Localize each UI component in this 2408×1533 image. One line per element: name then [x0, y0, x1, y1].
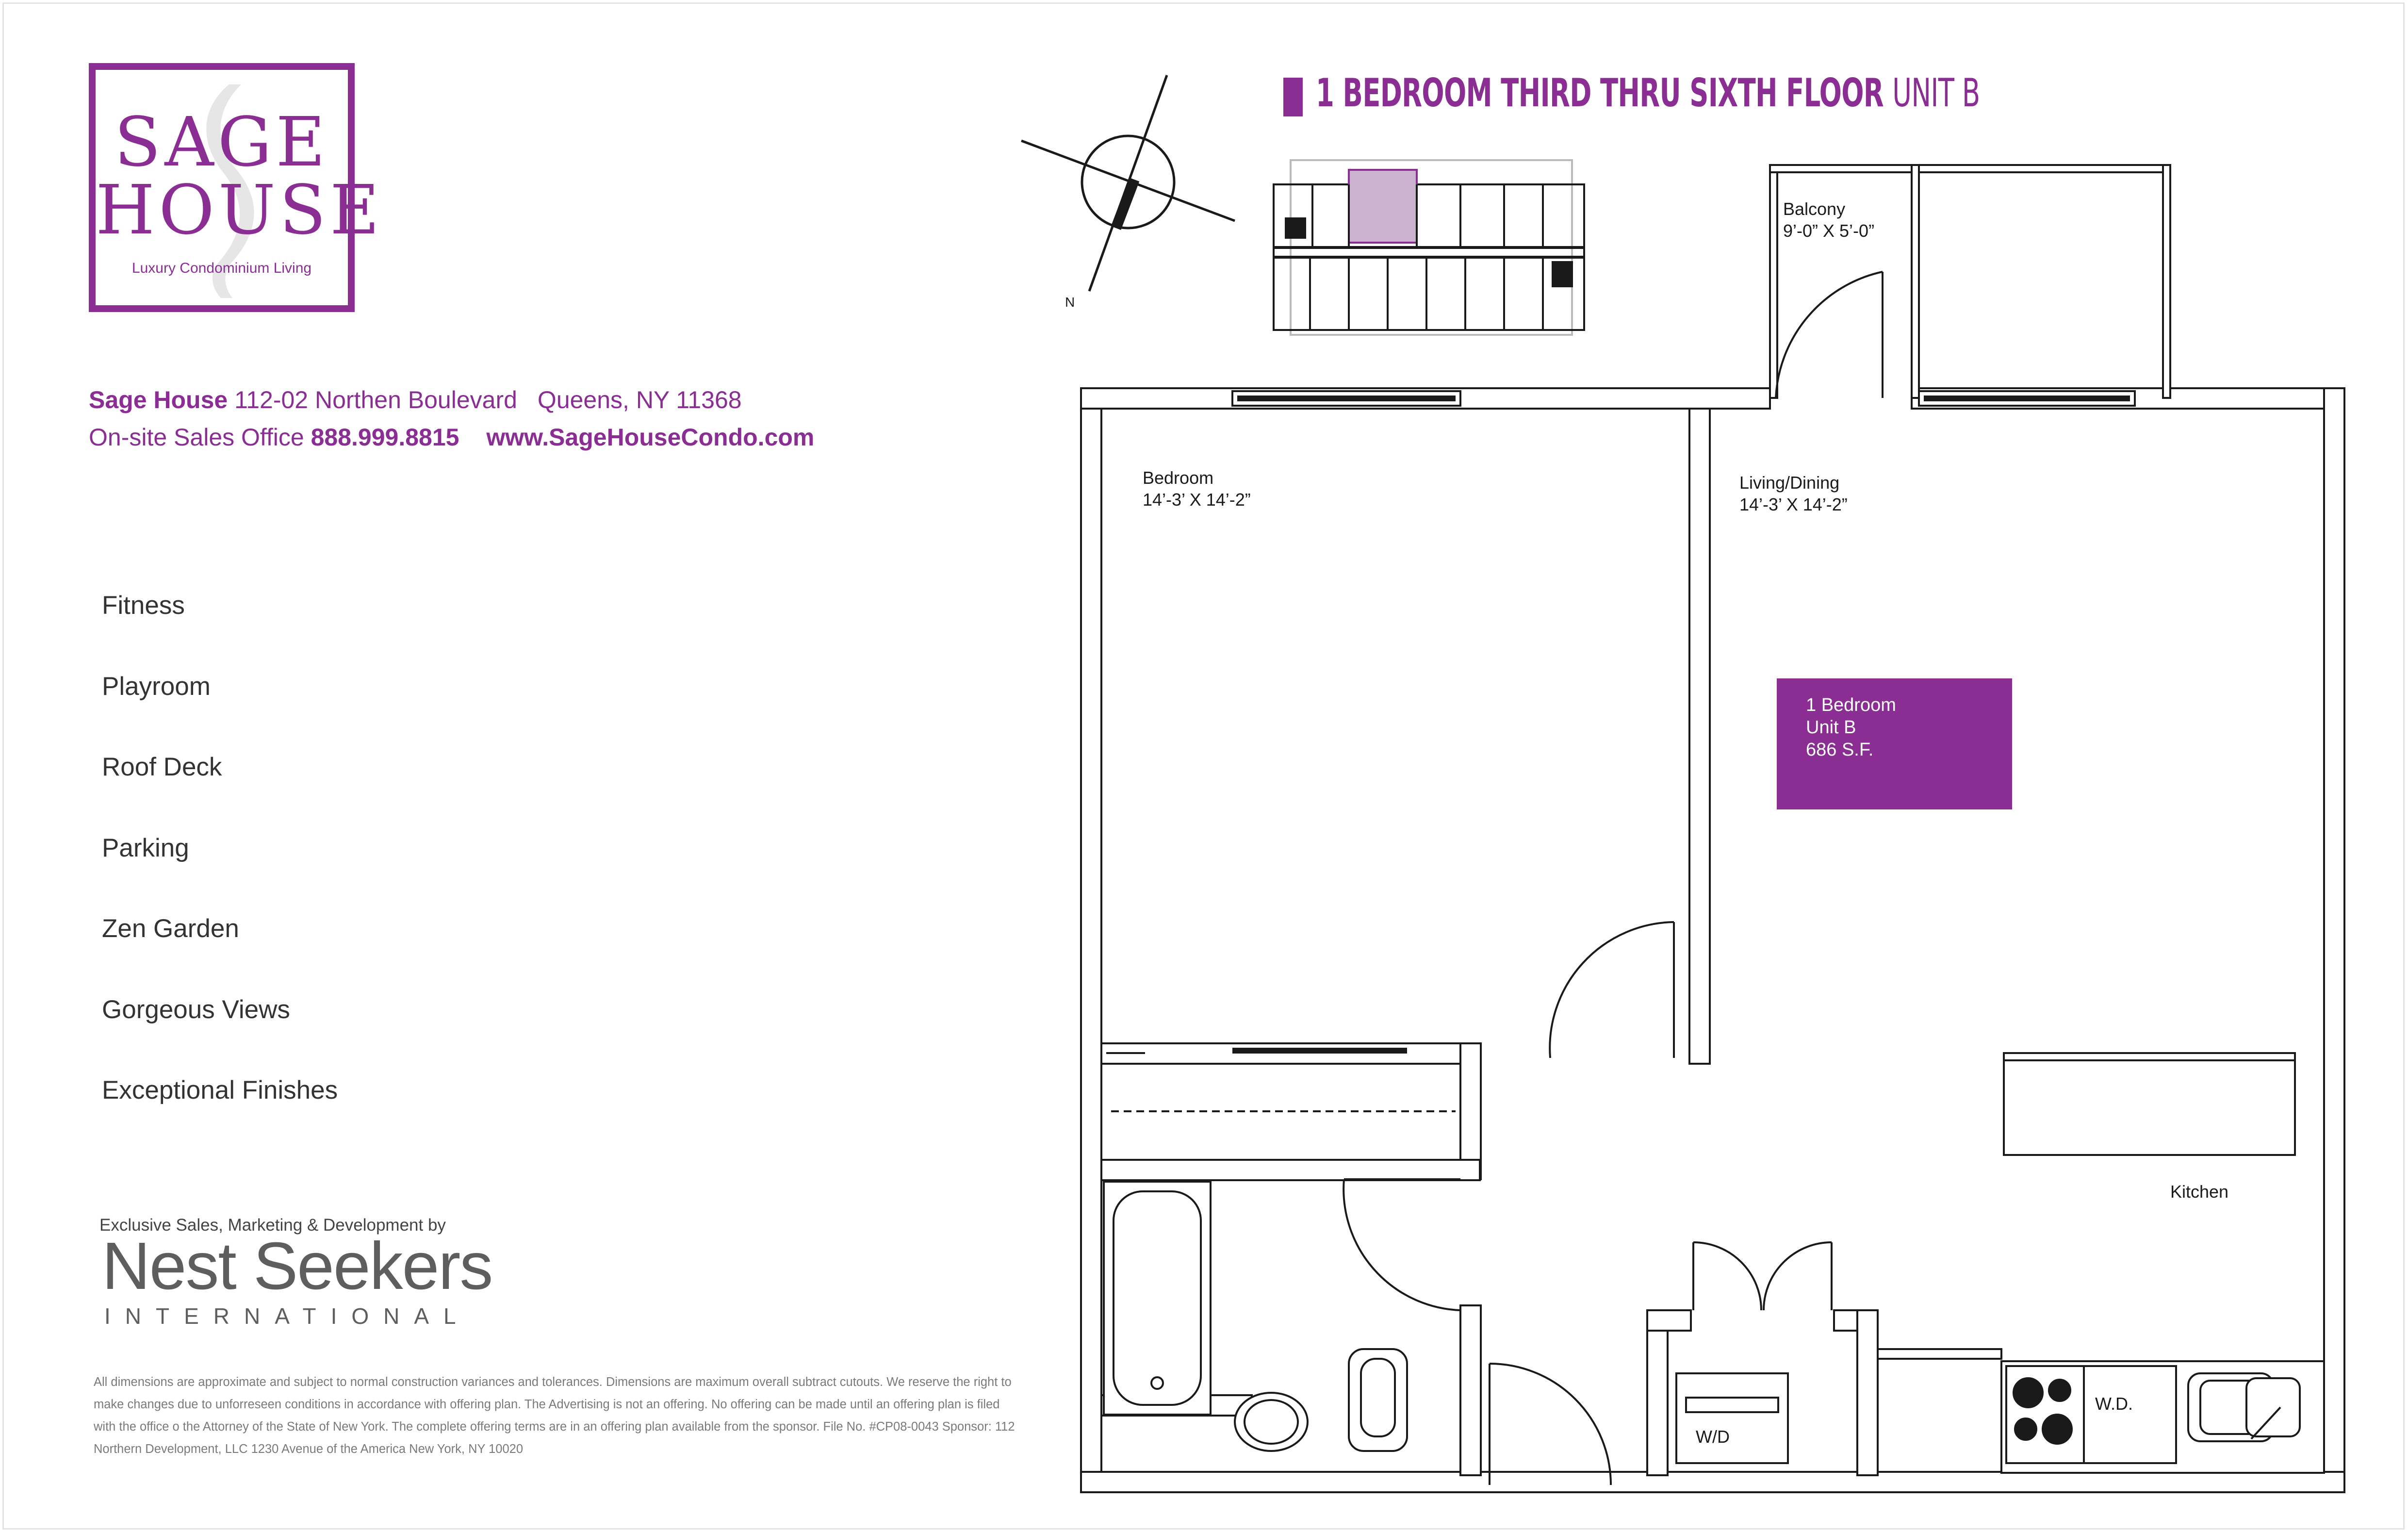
logo-tagline: Luxury Condominium Living	[131, 260, 312, 276]
logo-wordmark-line2: HOUSE	[96, 171, 383, 250]
feature-item: Playroom	[102, 672, 211, 701]
broker-logo-name: Nest Seekers	[102, 1229, 493, 1303]
bedroom-dims: 14’-3’ X 14’-2”	[1143, 490, 1251, 510]
broker-tagline: Exclusive Sales, Marketing & Development…	[99, 1216, 446, 1235]
website-link[interactable]: www.SageHouseCondo.com	[486, 424, 815, 451]
logo-swoosh	[206, 84, 254, 298]
plan-title-unit: UNIT B	[1892, 70, 1980, 115]
room-label-wd-right: W.D.	[2095, 1394, 2133, 1414]
logo-wordmark-line1: SAGE	[114, 103, 329, 182]
compass-icon	[1021, 75, 1235, 292]
walls	[1080, 164, 2345, 1493]
title-accent-bar	[1283, 78, 1303, 116]
unit-info-unit: Unit B	[1806, 717, 1856, 738]
feature-item: Fitness	[102, 591, 185, 620]
doors	[1106, 271, 1884, 1485]
room-label-bedroom: Bedroom 14’-3’ X 14’-2”	[1143, 467, 1251, 511]
windows	[1231, 390, 2136, 407]
room-label-living: Living/Dining 14’-3’ X 14’-2”	[1739, 472, 1848, 515]
room-label-wd-left: W/D	[1696, 1427, 1730, 1447]
balcony-name: Balcony	[1783, 199, 1846, 219]
building-name: Sage House	[89, 386, 228, 413]
unit-info-area: 686 S.F.	[1806, 740, 1874, 760]
feature-item: Exceptional Finishes	[102, 1076, 338, 1104]
contact-line: On-site Sales Office 888.999.8815 www.Sa…	[89, 423, 814, 451]
street-address: 112-02 Northen Boulevard	[234, 386, 517, 413]
key-plan-icon	[1273, 159, 1585, 336]
legal-disclaimer: All dimensions are approximate and subje…	[94, 1375, 1015, 1456]
room-label-kitchen: Kitchen	[2170, 1182, 2229, 1202]
bedroom-name: Bedroom	[1143, 468, 1214, 488]
plan-title: 1 BEDROOM THIRD THRU SIXTH FLOOR UNIT B	[1316, 70, 1980, 115]
living-name: Living/Dining	[1739, 473, 1840, 493]
plan-title-main: 1 BEDROOM THIRD THRU SIXTH FLOOR	[1316, 70, 1884, 115]
feature-item: Gorgeous Views	[102, 995, 290, 1024]
unit-info-box: 1 Bedroom Unit B 686 S.F.	[1777, 678, 2012, 809]
features-list: Fitness Playroom Roof Deck Parking Zen G…	[102, 590, 338, 1155]
balcony-dims: 9’-0” X 5’-0”	[1783, 221, 1875, 241]
sage-house-logo: SAGE HOUSE Luxury Condominium Living	[89, 63, 383, 312]
room-label-balcony: Balcony 9’-0” X 5’-0”	[1783, 198, 1874, 242]
broker-logo-sub: INTERNATIONAL	[104, 1303, 471, 1329]
address-line: Sage House 112-02 Northen Boulevard Queen…	[89, 386, 742, 414]
phone-number[interactable]: 888.999.8815	[311, 424, 459, 451]
unit-info-type: 1 Bedroom	[1806, 695, 1896, 715]
feature-item: Roof Deck	[102, 753, 222, 781]
living-dims: 14’-3’ X 14’-2”	[1739, 495, 1848, 514]
city-address: Queens, NY 11368	[537, 386, 742, 413]
feature-item: Zen Garden	[102, 914, 239, 943]
feature-item: Parking	[102, 833, 189, 862]
compass-north-label: N	[1065, 295, 1075, 310]
fixtures	[1103, 1052, 2325, 1474]
office-label: On-site Sales Office	[89, 424, 304, 451]
